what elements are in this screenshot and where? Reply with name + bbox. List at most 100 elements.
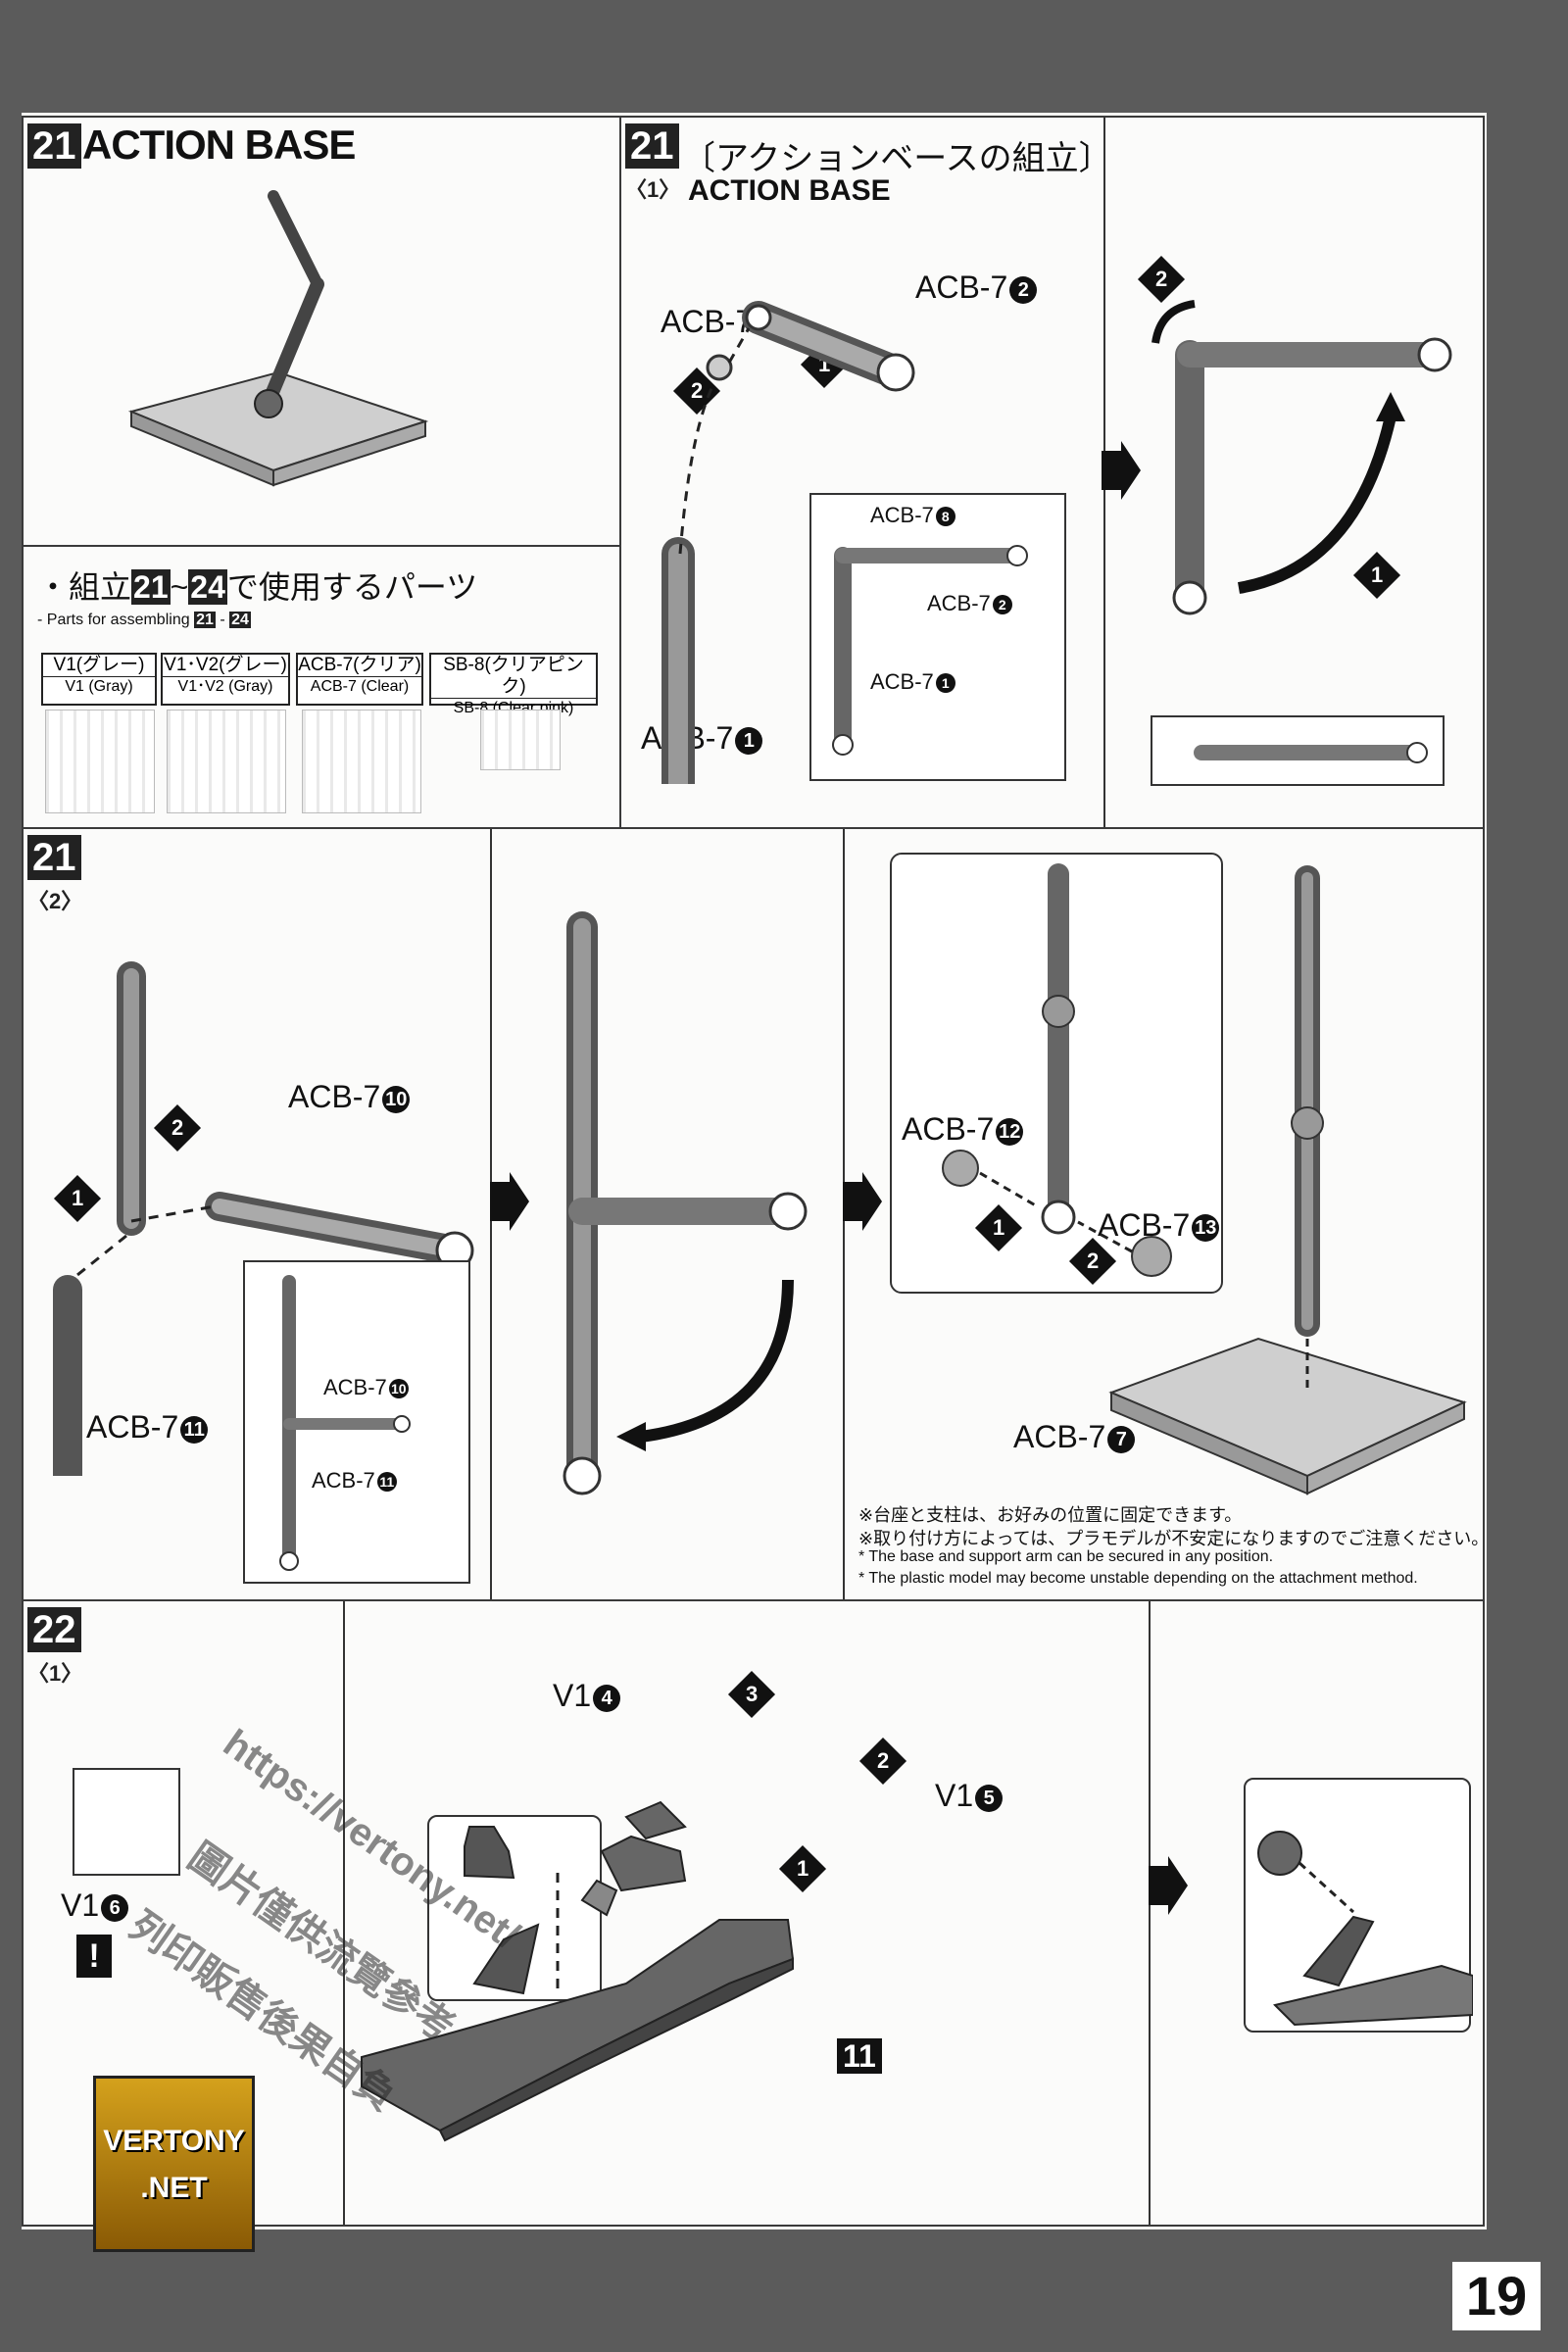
label-text: ACB-7: [288, 1079, 381, 1114]
label-text: ACB-7: [86, 1409, 179, 1445]
column-divider: [1149, 1601, 1151, 2225]
parts-subheading: - Parts for assembling 21 - 24: [37, 612, 251, 629]
runner-name: V1(グレー): [43, 655, 155, 677]
panel-action-base-overview: 21 ACTION BASE: [22, 116, 621, 547]
part-number: 6: [101, 1893, 129, 1922]
section-title: ACTION BASE: [82, 122, 356, 168]
runner-v1: V1(グレー) V1 (Gray): [41, 653, 157, 706]
step-number: 21: [27, 835, 81, 880]
part-number: 10: [388, 1379, 409, 1399]
part-number: 10: [382, 1085, 411, 1113]
label-text: ACB-7: [902, 1111, 995, 1147]
step-number: 22: [27, 1607, 81, 1652]
label-text: ACB-7: [870, 669, 934, 694]
page-number: 19: [1452, 2262, 1541, 2330]
step-title-en: ACTION BASE: [688, 174, 891, 207]
note-jp-2: ※取り付け方によっては、プラモデルが不安定になりますのでご注意ください。: [858, 1529, 1485, 1548]
warning-icon: !: [76, 1935, 112, 1978]
label-text: ACB-7: [312, 1468, 375, 1493]
label-text: ACB-7: [1098, 1207, 1191, 1243]
action-base-illustration: [127, 190, 429, 487]
parts-sub-end: 24: [229, 612, 251, 628]
next-arrow-icon: [1102, 441, 1141, 500]
runner-sub: V1･V2 (Gray): [177, 678, 273, 695]
step-title-jp: 〔アクションベースの組立〕: [682, 140, 1112, 177]
parts-heading-suffix: で使用するパーツ: [226, 569, 478, 605]
column-divider: [343, 1601, 345, 2225]
label-part-11: 11: [837, 2038, 882, 2075]
part-number: 11: [180, 1415, 209, 1444]
inset-folded-arm: [1151, 715, 1445, 786]
part-11-number: 11: [837, 2038, 882, 2074]
parts-subheading-prefix: - Parts for assembling: [37, 612, 190, 628]
part-number: 5: [975, 1784, 1004, 1812]
runner-v1-v2: V1･V2(グレー) V1･V2 (Gray): [161, 653, 290, 706]
parts-heading-prefix: ・組立: [37, 569, 132, 605]
joint-cap-drawing: [942, 863, 1172, 1277]
label-text: V1: [553, 1678, 592, 1713]
part-number: 4: [593, 1684, 621, 1712]
step-sub: 〈1〉: [625, 177, 681, 202]
step-sub: 〈1〉: [27, 1661, 83, 1686]
runner-sub: ACB-7 (Clear): [310, 678, 410, 695]
runner-name: V1･V2(グレー): [163, 655, 288, 677]
complete-base-illustration: [1108, 865, 1467, 1495]
runner-sub: V1 (Gray): [65, 678, 133, 695]
part-number: 11: [376, 1472, 397, 1493]
runner-v1-v2-image: [167, 710, 286, 813]
logo-line-2: .NET: [140, 2172, 208, 2204]
parts-heading: ・組立21~24で使用するパーツ: [37, 563, 477, 608]
runner-name: SB-8(クリアピンク): [431, 655, 596, 699]
parts-sub-dash: -: [220, 612, 225, 628]
step-ref-start: 21: [131, 569, 171, 605]
vertony-logo: VERTONY .NET: [93, 2076, 255, 2252]
note-en-2: * The plastic model may become unstable …: [858, 1570, 1418, 1587]
step-number: 21: [27, 123, 81, 169]
runner-sb8-image: [480, 710, 561, 770]
parts-sub-start: 21: [194, 612, 216, 628]
part-number: 1: [935, 673, 956, 694]
part-number: 12: [996, 1117, 1024, 1146]
label-text: V1: [935, 1778, 974, 1813]
label-text: V1: [61, 1887, 100, 1923]
label-text: ACB-7: [661, 304, 754, 339]
inset-arm-drawing: [832, 545, 1028, 756]
logo-line-1: VERTONY: [103, 2125, 245, 2157]
part-number: 8: [935, 507, 956, 527]
folded-arm-drawing: [1194, 742, 1428, 763]
attached-result-drawing: [1257, 1831, 1473, 2027]
step-sub: 〈2〉: [27, 889, 83, 913]
next-arrow-icon: [843, 1172, 882, 1231]
t-joint-rotate-illustration: [563, 911, 808, 1495]
inset-v1-6-detail: [73, 1768, 180, 1876]
inset-t-joint-drawing: [279, 1275, 411, 1571]
part-number: 2: [1009, 275, 1038, 304]
panel-parts-list: ・組立21~24で使用するパーツ - Parts for assembling …: [22, 545, 621, 829]
shoulder-assembly-illustration: [361, 1800, 795, 2142]
label-text: ACB-7: [323, 1375, 387, 1399]
inset-attached-result: [1244, 1778, 1473, 2033]
step-number: 21: [625, 123, 679, 169]
parts-heading-tilde: ~: [170, 569, 189, 605]
note-jp-1: ※台座と支柱は、お好みの位置に固定できます。: [858, 1505, 1243, 1525]
runner-acb7: ACB-7(クリア) ACB-7 (Clear): [296, 653, 423, 706]
note-en-1: * The base and support arm can be secure…: [858, 1548, 1274, 1565]
part-number: 2: [992, 595, 1012, 615]
rotated-arm-illustration: [1152, 300, 1452, 615]
runner-sb8: SB-8(クリアピンク) SB-8 (Clear pink): [429, 653, 598, 716]
